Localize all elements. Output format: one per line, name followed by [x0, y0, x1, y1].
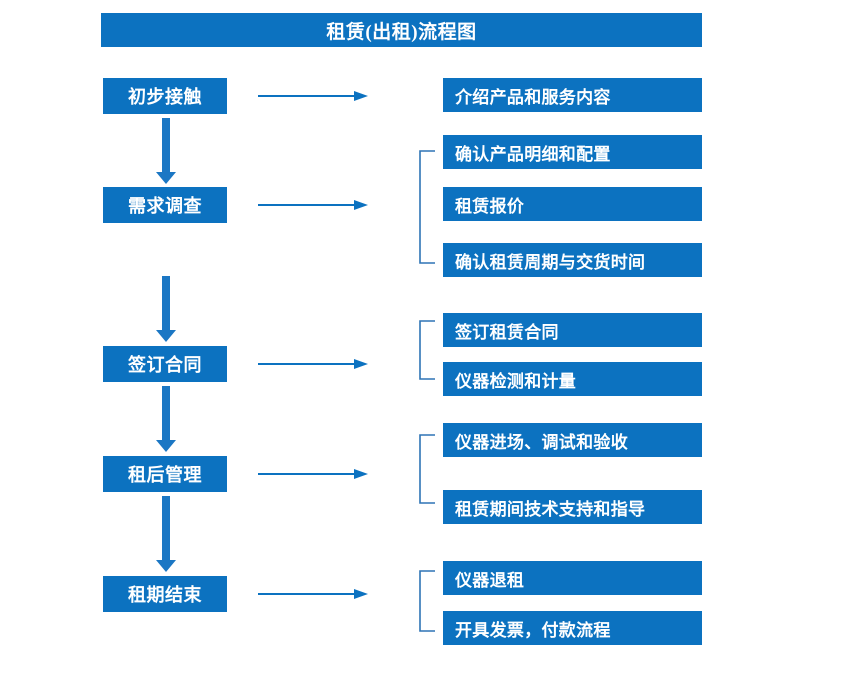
stage-box-3[interactable]: 签订合同 — [103, 346, 227, 382]
arrow-right-icon-4 — [258, 469, 368, 479]
arrow-down-icon-1 — [156, 118, 176, 184]
detail-box-10[interactable]: 开具发票，付款流程 — [443, 611, 702, 645]
group-bracket-2 — [419, 320, 435, 380]
detail-box-2[interactable]: 确认产品明细和配置 — [443, 135, 702, 169]
detail-box-3[interactable]: 租赁报价 — [443, 187, 702, 221]
detail-box-6[interactable]: 仪器检测和计量 — [443, 362, 702, 396]
detail-box-9[interactable]: 仪器退租 — [443, 561, 702, 595]
arrow-down-icon-2 — [156, 276, 176, 342]
diagram-title: 租赁(出租)流程图 — [101, 13, 702, 47]
detail-box-5[interactable]: 签订租赁合同 — [443, 313, 702, 347]
group-bracket-3 — [419, 434, 435, 504]
stage-box-1[interactable]: 初步接触 — [103, 78, 227, 114]
detail-box-7[interactable]: 仪器进场、调试和验收 — [443, 423, 702, 457]
group-bracket-1 — [419, 150, 435, 264]
group-bracket-4 — [419, 570, 435, 632]
arrow-right-icon-3 — [258, 359, 368, 369]
arrow-down-icon-4 — [156, 496, 176, 572]
stage-box-2[interactable]: 需求调查 — [103, 187, 227, 223]
arrow-right-icon-2 — [258, 200, 368, 210]
stage-box-4[interactable]: 租后管理 — [103, 456, 227, 492]
detail-box-8[interactable]: 租赁期间技术支持和指导 — [443, 490, 702, 524]
detail-box-4[interactable]: 确认租赁周期与交货时间 — [443, 243, 702, 277]
arrow-right-icon-1 — [258, 91, 368, 101]
detail-box-1[interactable]: 介绍产品和服务内容 — [443, 78, 702, 112]
arrow-down-icon-3 — [156, 386, 176, 452]
stage-box-5[interactable]: 租期结束 — [103, 576, 227, 612]
arrow-right-icon-5 — [258, 589, 368, 599]
